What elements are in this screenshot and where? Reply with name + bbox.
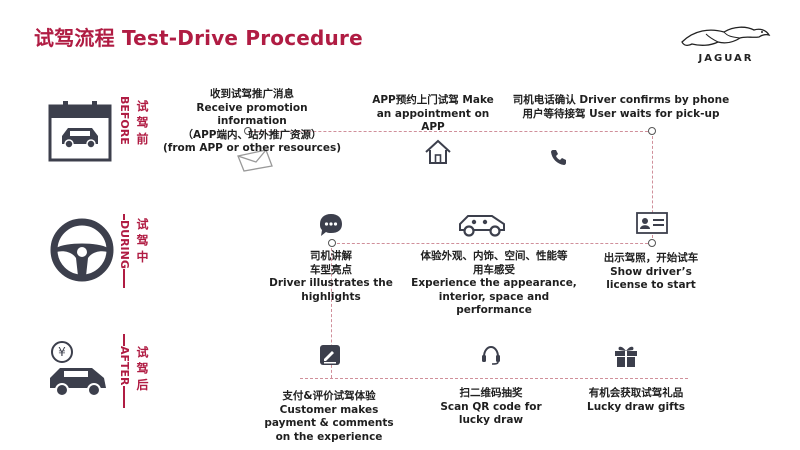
step-line: 体验外观、内饰、空间、性能等 bbox=[420, 250, 568, 262]
svg-text:¥: ¥ bbox=[58, 345, 66, 359]
stage-before-en: BEFORE bbox=[118, 96, 131, 145]
step-line: APP预约上门试驾 Make bbox=[372, 94, 494, 106]
flow-line-connector-2 bbox=[331, 243, 332, 378]
step-line: on the experience bbox=[275, 430, 383, 443]
step-experience: 体验外观、内饰、空间、性能等 用车感受 Experience the appea… bbox=[402, 250, 586, 318]
step-line: payment & comments bbox=[264, 417, 394, 429]
step-line: Experience the appearance, bbox=[411, 277, 577, 289]
step-line: 车型亮点 bbox=[310, 263, 352, 276]
step-line: 有机会获取试驾礼品 bbox=[588, 387, 684, 399]
flow-node bbox=[648, 127, 656, 135]
phone-icon bbox=[551, 150, 566, 165]
id-card-icon bbox=[636, 212, 668, 234]
step-line: （APP端内、站外推广资源） bbox=[182, 128, 322, 141]
flow-node bbox=[328, 239, 336, 247]
step-line: 出示驾照，开始试车 bbox=[603, 252, 699, 264]
step-line: an appointment on bbox=[376, 107, 490, 120]
step-line: APP bbox=[421, 121, 445, 133]
stage-after-en: AFTER bbox=[118, 346, 131, 386]
step-line: 司机电话确认 Driver confirms by phone bbox=[512, 94, 730, 106]
stage-during-en: DURING bbox=[118, 220, 131, 269]
headset-icon bbox=[482, 345, 500, 365]
step-line: 用车感受 bbox=[473, 263, 515, 276]
flow-line-before bbox=[248, 131, 653, 132]
pen-note-icon bbox=[320, 345, 340, 365]
step-line: 用户等待接驾 User waits for pick-up bbox=[522, 107, 720, 120]
house-icon bbox=[425, 139, 451, 164]
flow-line-during bbox=[332, 243, 653, 244]
page-title: 试驾流程 Test-Drive Procedure bbox=[34, 26, 363, 50]
step-line: 支付&评价试驾体验 bbox=[282, 390, 376, 402]
chat-icon bbox=[320, 214, 342, 236]
car-money-icon: ¥ bbox=[50, 341, 106, 397]
stage-before-cn: 试 驾 前 bbox=[135, 100, 149, 145]
stage-after-cn: 试 驾 后 bbox=[135, 346, 149, 391]
stage-during-cn: 试 驾 中 bbox=[135, 218, 149, 263]
car-people-icon bbox=[459, 215, 505, 237]
step-line: performance bbox=[456, 304, 532, 316]
step-receive-promotion: 收到试驾推广消息 Receive promotion information （… bbox=[160, 88, 344, 156]
step-line: Show driver’s bbox=[610, 265, 692, 278]
calendar-car-icon bbox=[48, 101, 112, 162]
step-show-license: 出示驾照，开始试车 Show driver’s license to start bbox=[588, 252, 714, 293]
step-lucky-gifts: 有机会获取试驾礼品 Lucky draw gifts bbox=[566, 387, 706, 414]
step-driver-confirms: 司机电话确认 Driver confirms by phone 用户等待接驾 U… bbox=[506, 94, 736, 121]
brand-wordmark: JAGUAR bbox=[698, 53, 754, 64]
step-line: Lucky draw gifts bbox=[587, 400, 685, 413]
step-app-appointment: APP预约上门试驾 Make an appointment on APP bbox=[358, 94, 508, 135]
step-line: Customer makes bbox=[279, 403, 379, 416]
flow-node bbox=[648, 239, 656, 247]
flow-line-after bbox=[300, 378, 688, 379]
step-line: (from APP or other resources) bbox=[162, 142, 342, 154]
step-scan-qr: 扫二维码抽奖 Scan QR code for lucky draw bbox=[428, 387, 554, 428]
steering-wheel-icon bbox=[50, 218, 114, 282]
gift-icon bbox=[615, 346, 637, 367]
brand-logo: JAGUAR bbox=[676, 20, 776, 66]
envelope-icon bbox=[237, 149, 273, 172]
step-line: lucky draw bbox=[458, 414, 524, 426]
flow-node bbox=[244, 127, 252, 135]
step-line: Driver illustrates the bbox=[269, 277, 393, 289]
step-line: Scan QR code for bbox=[440, 400, 542, 413]
step-line: Receive promotion information bbox=[196, 101, 308, 128]
step-line: 扫二维码抽奖 bbox=[459, 387, 523, 399]
flow-line-connector-1 bbox=[652, 131, 653, 243]
step-line: interior, space and bbox=[438, 290, 550, 303]
jaguar-leaper-icon bbox=[681, 26, 771, 46]
step-line: 收到试驾推广消息 bbox=[210, 88, 294, 100]
step-payment-comments: 支付&评价试驾体验 Customer makes payment & comme… bbox=[262, 390, 396, 444]
step-line: license to start bbox=[606, 279, 696, 291]
step-line: highlights bbox=[301, 290, 361, 303]
step-driver-illustrates: 司机讲解 车型亮点 Driver illustrates the highlig… bbox=[266, 250, 396, 304]
step-line: 司机讲解 bbox=[310, 250, 352, 262]
